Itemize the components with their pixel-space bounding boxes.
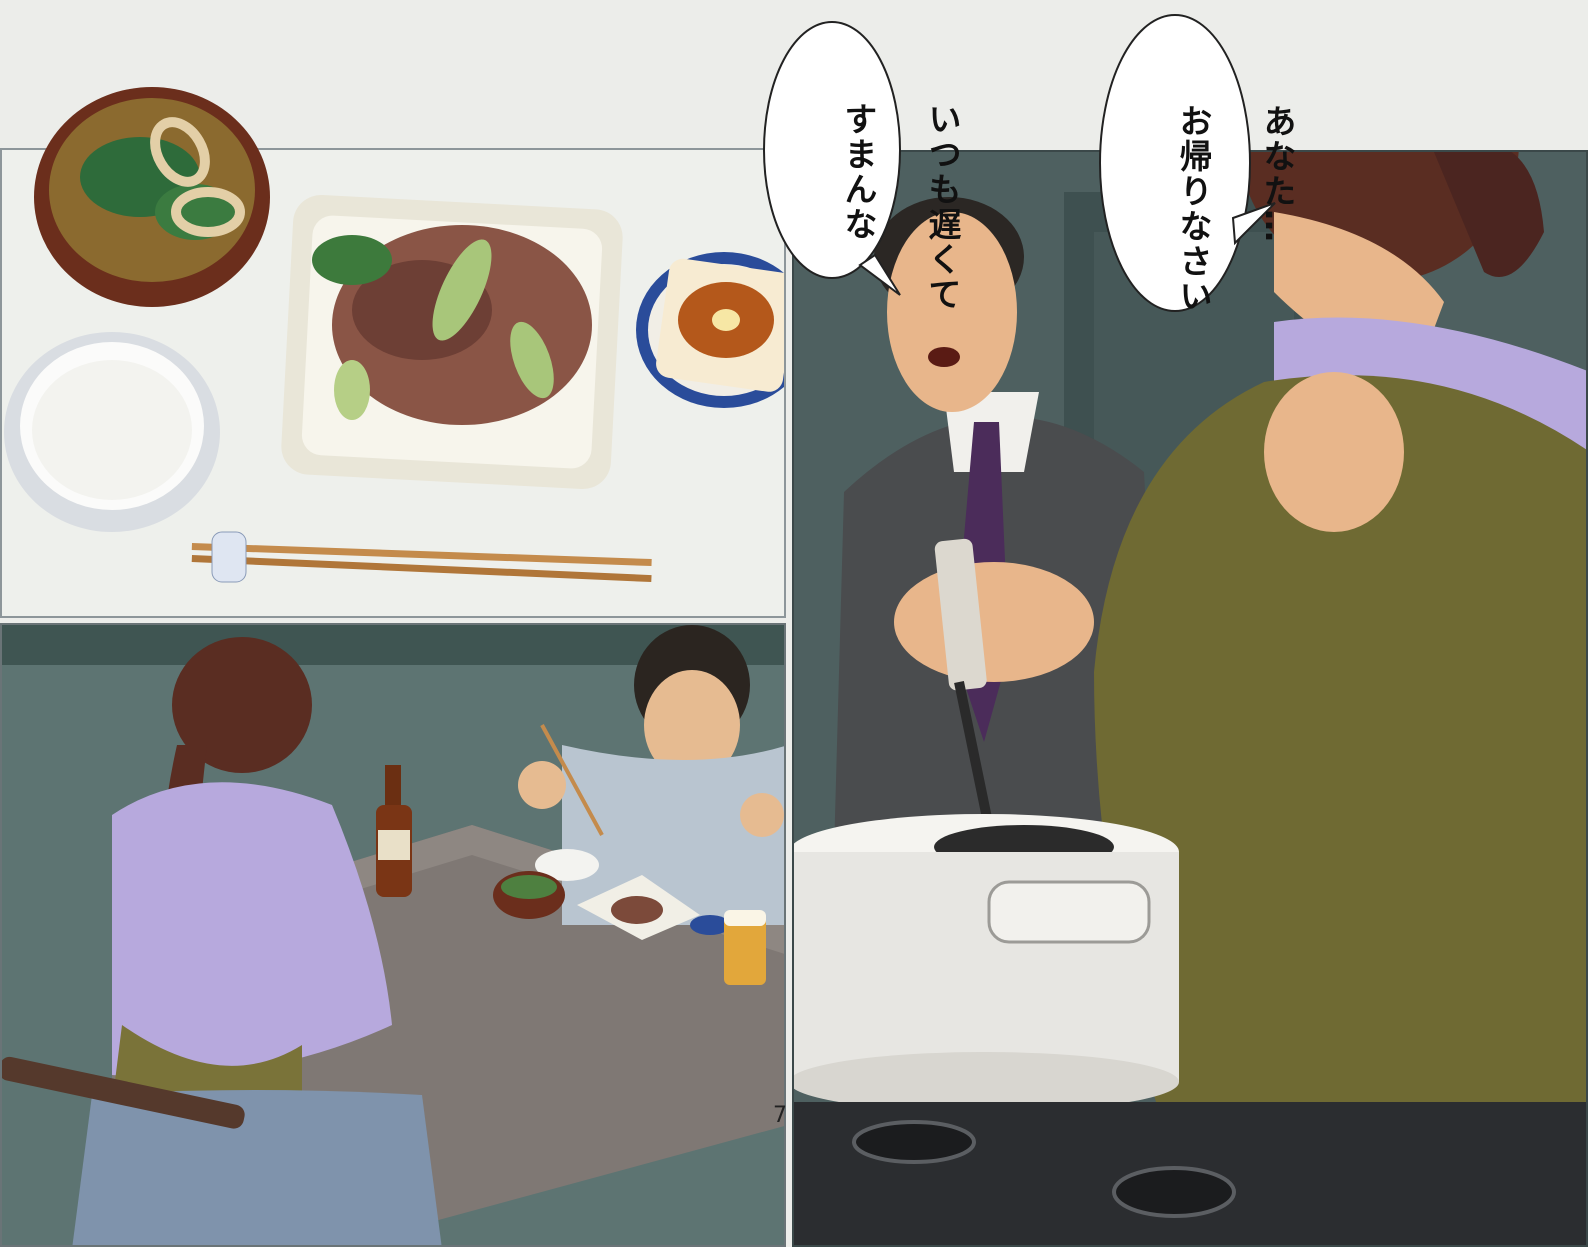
speech-text-husband: いつも遅くて すまんな	[795, 48, 1005, 312]
rice-bowl-illustration	[4, 332, 220, 532]
speech-bubble-husband	[763, 21, 901, 296]
panel-kitchen-scene	[792, 150, 1588, 1247]
stir-fry-plate-illustration	[281, 194, 623, 490]
speech-line-2: すまんな	[839, 101, 878, 242]
speech-line-1: あなた…	[1258, 103, 1297, 244]
panel-dining-scene	[0, 623, 786, 1247]
beer-glass-illustration	[724, 910, 766, 985]
speech-line-2: お帰りなさい	[1174, 103, 1213, 314]
man-eating-illustration	[518, 625, 784, 925]
woman-in-apron-illustration	[894, 152, 1586, 1245]
page-number: 7	[773, 1103, 787, 1128]
chopsticks-illustration	[191, 531, 652, 583]
dinner-closeup-art	[4, 194, 784, 583]
speech-text-wife: あなた… お帰りなさい	[1130, 50, 1340, 314]
cooking-pot-illustration	[794, 814, 1179, 1112]
woman-from-back-illustration	[2, 637, 442, 1245]
speech-line-1: いつも遅くて	[923, 101, 962, 312]
speech-bubble-wife	[1099, 14, 1276, 312]
panel-dinner-closeup	[0, 148, 786, 618]
kitchen-scene-art	[794, 152, 1586, 1245]
miso-soup-bowl-illustration	[34, 87, 270, 307]
dining-scene-art	[2, 625, 784, 1245]
tofu-dish-illustration	[636, 252, 784, 408]
beer-bottle-illustration	[376, 765, 412, 897]
